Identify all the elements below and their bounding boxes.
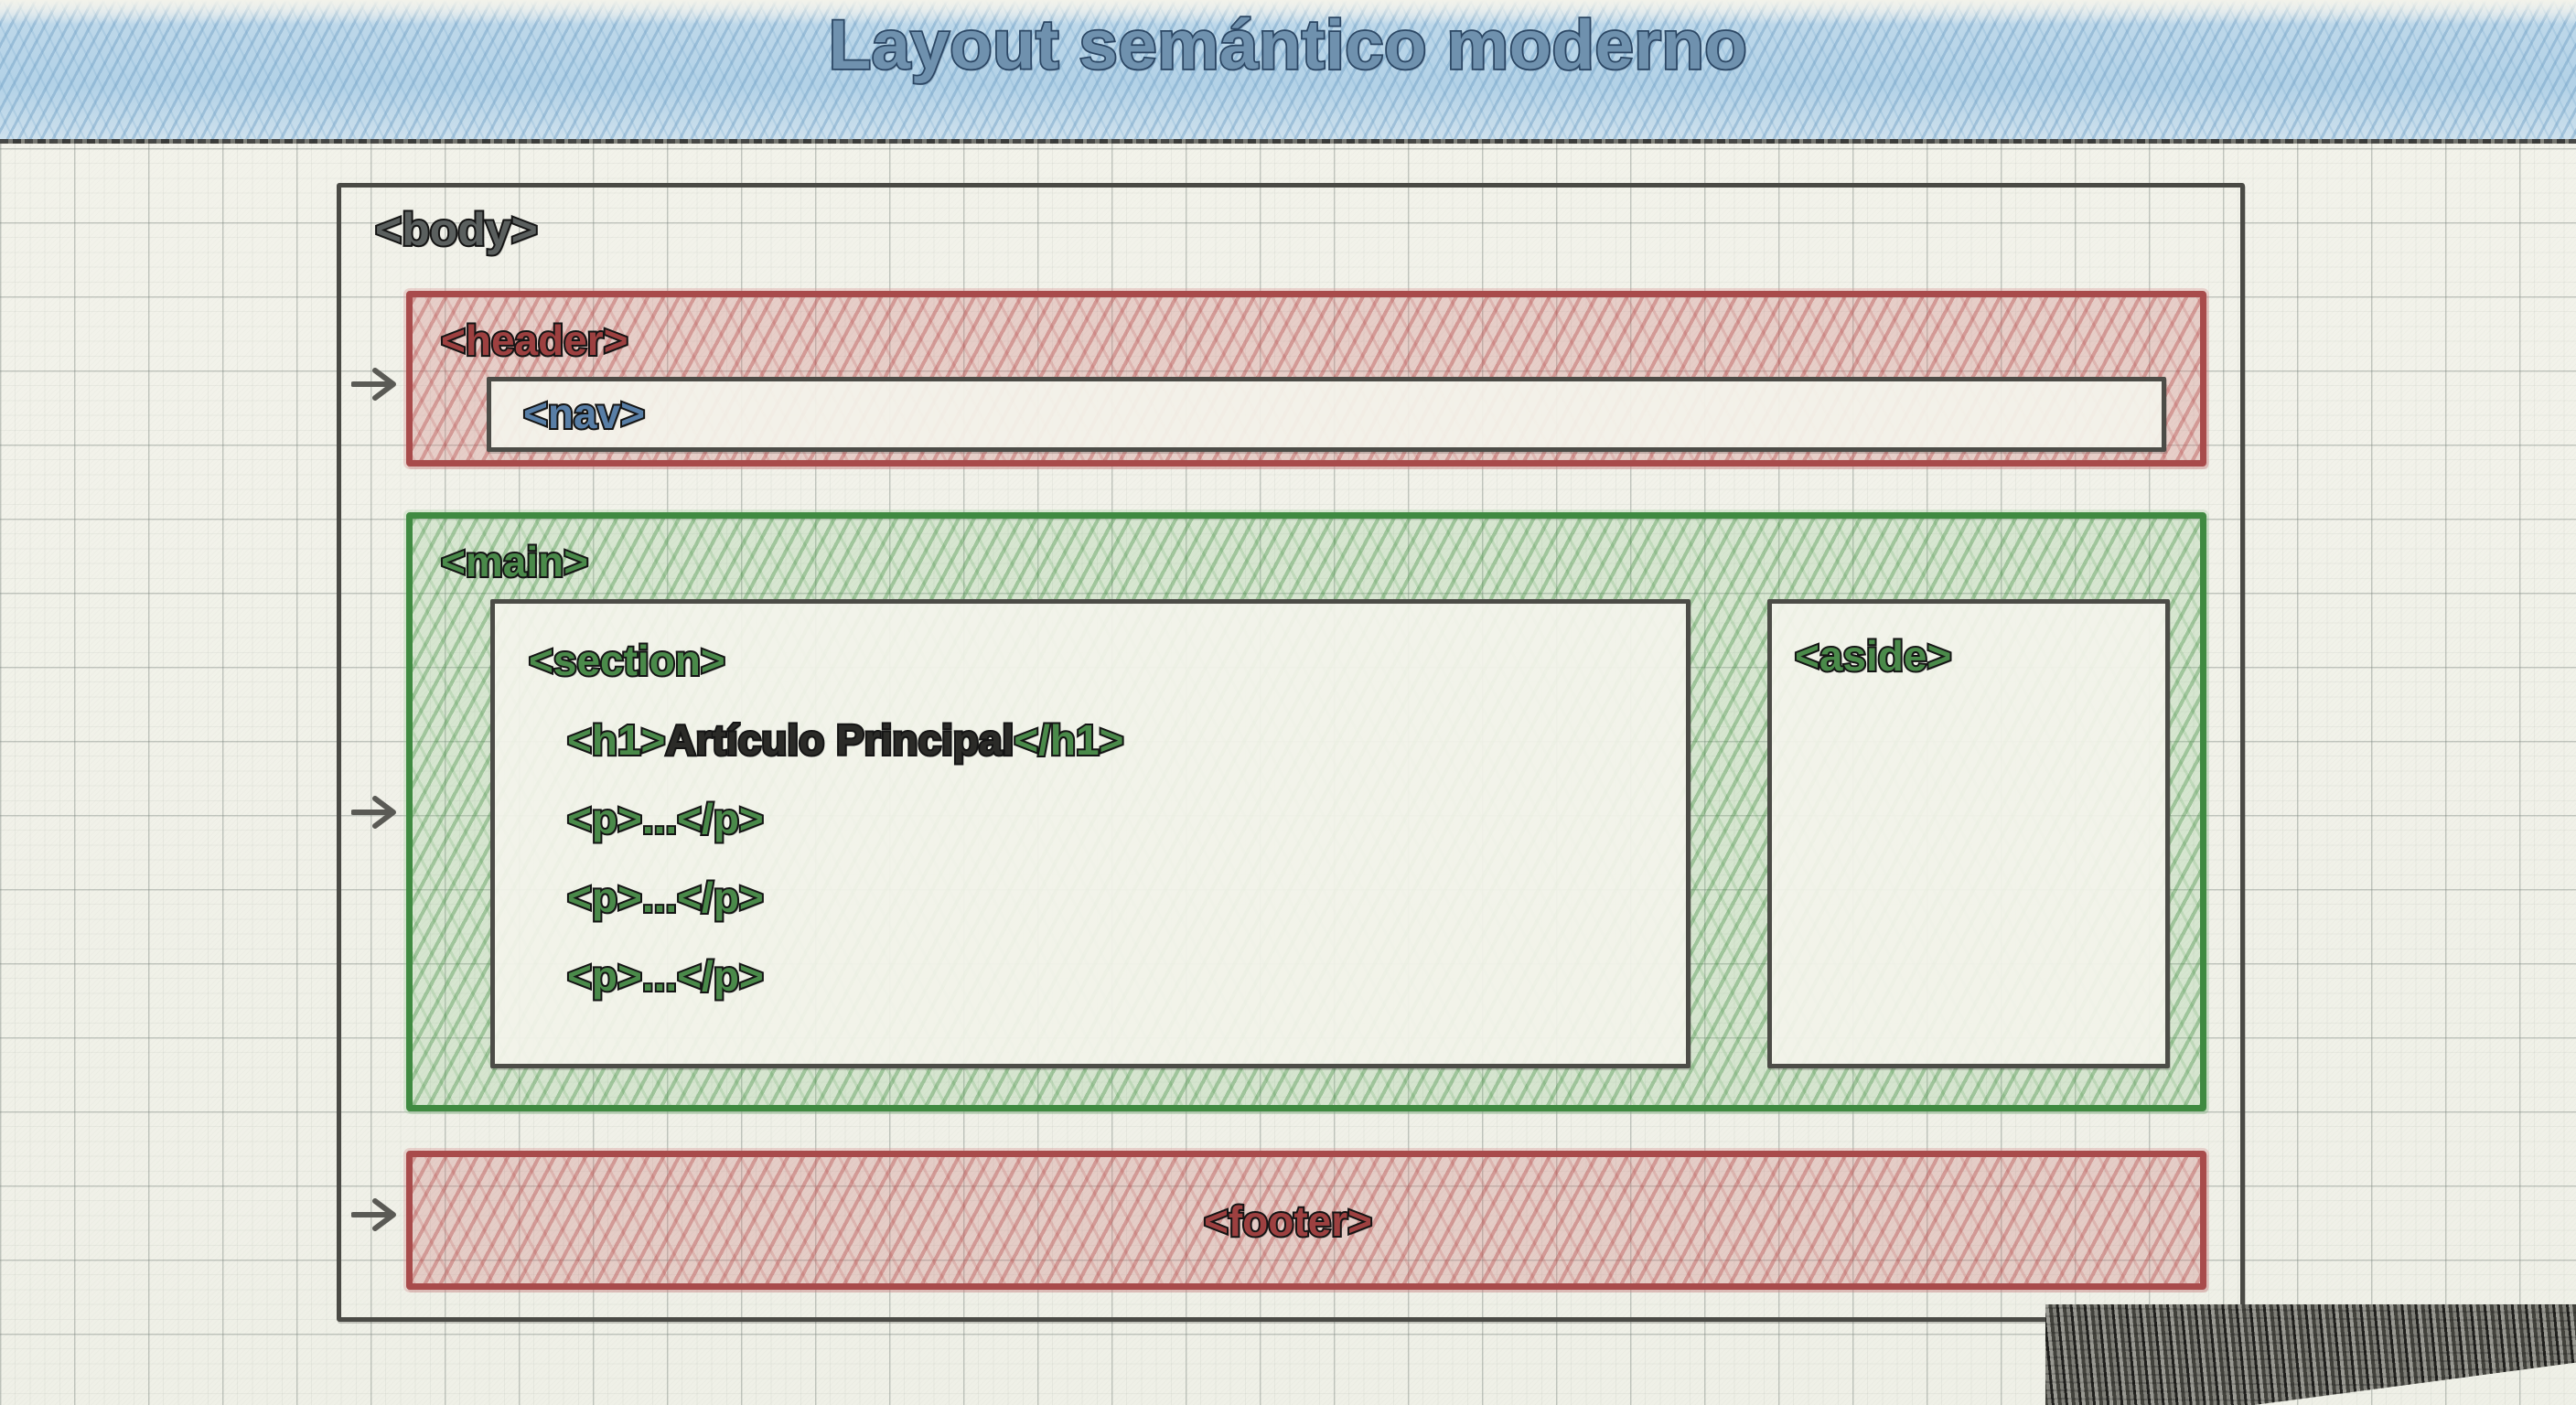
footer-box (406, 1151, 2206, 1290)
header-label: <header> (439, 315, 630, 366)
nav-box (487, 377, 2166, 452)
p1-close-tag: </p> (675, 793, 766, 844)
title-banner (0, 0, 2576, 143)
p3-open-tag: <p> (565, 950, 644, 1002)
section-line-p3: <p>...</p> (565, 950, 766, 1002)
arrow-to-footer-icon (351, 1196, 402, 1233)
p2-open-tag: <p> (565, 872, 644, 923)
p1-text: ... (640, 793, 679, 844)
section-line-h1: <h1>Artículo Principal</h1> (565, 714, 1125, 766)
body-box (337, 183, 2245, 1322)
body-label: <body> (373, 202, 540, 257)
aside-label: <aside> (1793, 630, 1953, 681)
page-title: Layout semántico moderno (827, 5, 1748, 86)
banner-divider-rule (0, 139, 2576, 144)
main-label: <main> (439, 536, 590, 587)
footer-label: <footer> (1202, 1196, 1374, 1247)
arrow-to-header-icon (351, 366, 402, 402)
nav-label: <nav> (521, 388, 647, 439)
p3-close-tag: </p> (675, 950, 766, 1002)
h1-close-tag: </h1> (1012, 714, 1125, 766)
section-box (490, 599, 1690, 1068)
p2-text: ... (640, 872, 679, 923)
p3-text: ... (640, 950, 679, 1002)
h1-text: Artículo Principal (663, 714, 1015, 766)
section-line-p2: <p>...</p> (565, 872, 766, 923)
aside-box (1767, 599, 2170, 1068)
h1-open-tag: <h1> (565, 714, 667, 766)
arrow-to-main-icon (351, 794, 402, 831)
p1-open-tag: <p> (565, 793, 644, 844)
p2-close-tag: </p> (675, 872, 766, 923)
section-label: <section> (527, 635, 727, 686)
section-line-p1: <p>...</p> (565, 793, 766, 844)
